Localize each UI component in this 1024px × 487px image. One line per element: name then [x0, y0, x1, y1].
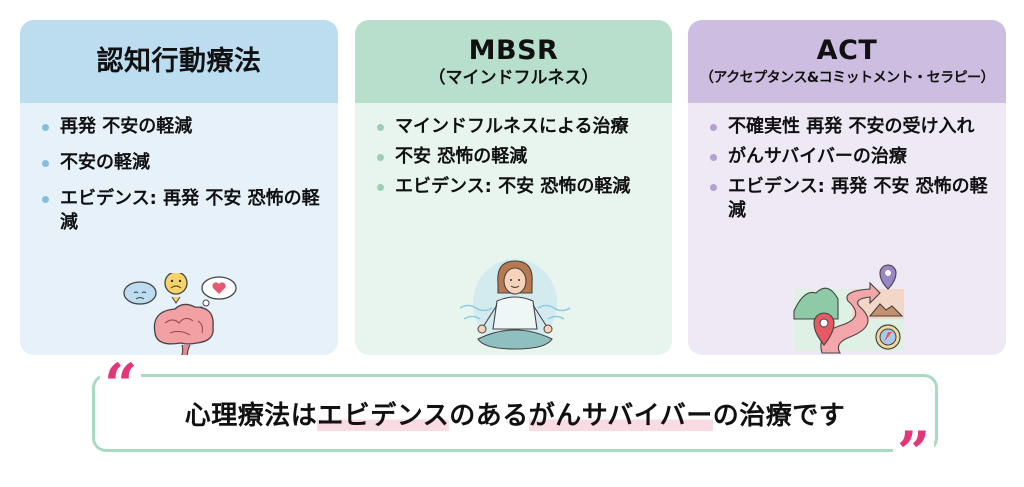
open-quote-icon: “	[100, 356, 142, 414]
list-item: 再発 不安の軽減	[42, 115, 338, 139]
list-item: がんサバイバーの治療	[710, 145, 1006, 169]
act-card: ACT （アクセプタンス&コミットメント・セラピー） 不確実性 再発 不安の受け…	[688, 20, 1006, 355]
cbt-item-list: 再発 不安の軽減 不安の軽減 エビデンス: 再発 不安 恐怖の軽減	[20, 103, 338, 235]
list-item: エビデンス: 不安 恐怖の軽減	[377, 175, 672, 199]
journey-map-compass-icon	[793, 264, 904, 354]
mbsr-item-list: マインドフルネスによる治療 不安 恐怖の軽減 エビデンス: 不安 恐怖の軽減	[355, 103, 672, 199]
cbt-title: 認知行動療法	[96, 45, 262, 77]
act-title: ACT	[816, 34, 878, 66]
list-item: 不確実性 再発 不安の受け入れ	[710, 115, 1006, 139]
quote-part: の治療です	[712, 400, 846, 431]
list-item: 不安 恐怖の軽減	[377, 145, 672, 169]
quote-highlight-survivor: がんサバイバー	[528, 400, 713, 431]
meditating-person-icon	[459, 259, 571, 350]
mbsr-title: MBSR	[468, 34, 559, 66]
mbsr-card: MBSR （マインドフルネス） マインドフルネスによる治療 不安 恐怖の軽減 エ…	[355, 20, 672, 355]
brain-with-emotion-bubbles-icon	[123, 273, 237, 355]
act-item-list: 不確実性 再発 不安の受け入れ がんサバイバーの治療 エビデンス: 再発 不安 …	[688, 103, 1006, 223]
act-subtitle: （アクセプタンス&コミットメント・セラピー）	[699, 69, 995, 86]
mbsr-card-header: MBSR （マインドフルネス）	[355, 20, 672, 103]
list-item: マインドフルネスによる治療	[377, 115, 672, 139]
act-card-body: 不確実性 再発 不安の受け入れ がんサバイバーの治療 エビデンス: 再発 不安 …	[688, 103, 1006, 355]
act-card-header: ACT （アクセプタンス&コミットメント・セラピー）	[688, 20, 1006, 103]
summary-quote-box: 心理療法はエビデンスのあるがんサバイバーの治療です	[92, 374, 938, 452]
quote-part: のある	[449, 400, 529, 431]
cbt-card: 認知行動療法 再発 不安の軽減 不安の軽減 エビデンス: 再発 不安 恐怖の軽減	[20, 20, 338, 355]
quote-part: 心理療法は	[184, 400, 318, 431]
close-quote-icon: ”	[893, 424, 935, 482]
cbt-card-header: 認知行動療法	[20, 20, 338, 103]
list-item: 不安の軽減	[42, 151, 338, 175]
mbsr-subtitle: （マインドフルネス）	[428, 67, 599, 88]
list-item: エビデンス: 再発 不安 恐怖の軽減	[710, 175, 1006, 223]
summary-quote-text: 心理療法はエビデンスのあるがんサバイバーの治療です	[185, 395, 845, 432]
list-item: エビデンス: 再発 不安 恐怖の軽減	[42, 187, 338, 235]
quote-highlight-evidence: エビデンス	[317, 400, 450, 431]
mbsr-card-body: マインドフルネスによる治療 不安 恐怖の軽減 エビデンス: 不安 恐怖の軽減	[355, 103, 672, 355]
cbt-card-body: 再発 不安の軽減 不安の軽減 エビデンス: 再発 不安 恐怖の軽減	[20, 103, 338, 355]
